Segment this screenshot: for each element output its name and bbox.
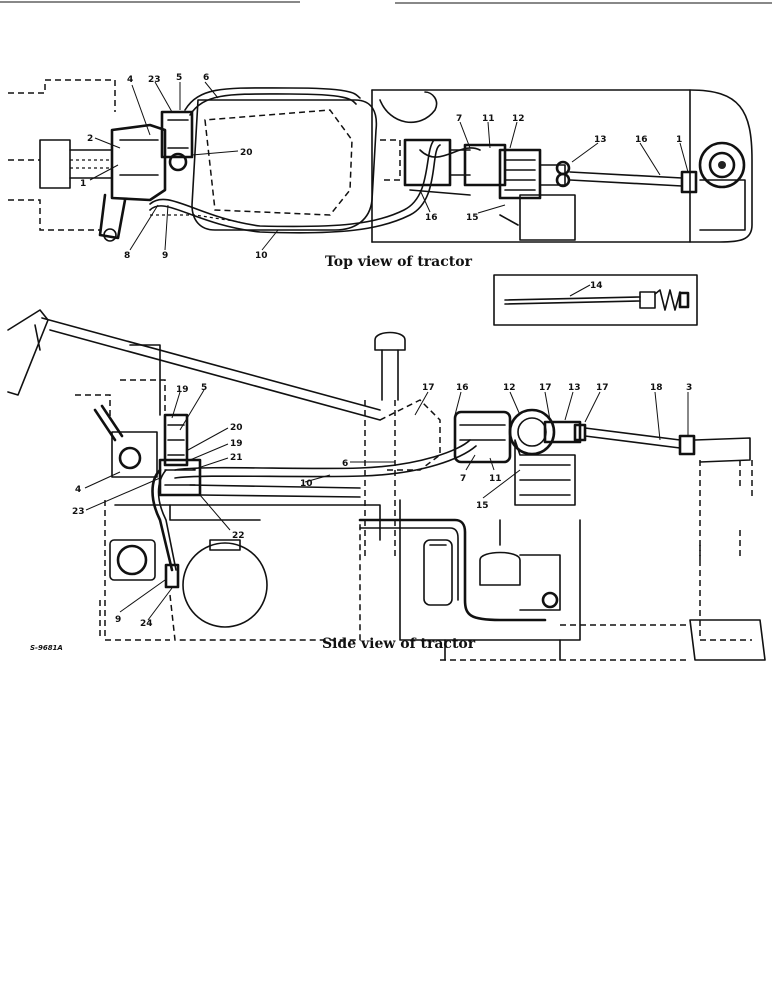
callout-16-right: 16	[635, 135, 648, 145]
callout-17-a: 17	[422, 383, 435, 393]
callout-15: 15	[466, 213, 479, 223]
callout-15-side: 15	[476, 501, 489, 511]
callout-10: 10	[255, 251, 268, 261]
callout-5-side: 5	[201, 383, 207, 393]
callout-9: 9	[162, 251, 168, 261]
callout-19-side: 19	[230, 439, 243, 449]
top-view-drawing	[8, 79, 753, 243]
callout-14: 14	[590, 281, 603, 291]
side-view-callouts: 19 5 20 19 21 4 23 22 9 24 17 16 12 17 1…	[72, 383, 692, 629]
figure-code: S-9681A	[30, 644, 63, 652]
callout-11-side: 11	[489, 474, 502, 484]
side-view-drawing	[7, 309, 766, 661]
callout-12-side: 12	[503, 383, 516, 393]
callout-5: 5	[176, 73, 182, 83]
side-view-leaders	[84, 389, 689, 621]
top-view-leaders	[89, 81, 689, 251]
callout-11: 11	[482, 114, 495, 124]
callout-23-side: 23	[72, 507, 85, 517]
callout-20-side: 20	[230, 423, 243, 433]
callout-16-lower: 16	[425, 213, 438, 223]
callout-1: 1	[80, 179, 86, 189]
callout-6-side: 6	[342, 459, 348, 469]
top-view-callouts: 4 23 5 6 2 20 1 8 9 10 7 11 12 13 16 1 1…	[80, 73, 682, 261]
callout-4: 4	[127, 75, 133, 85]
callout-9-side: 9	[115, 615, 121, 625]
callout-20: 20	[240, 148, 253, 158]
top-view-caption: Top view of tractor	[325, 254, 473, 270]
callout-19-top: 19	[176, 385, 189, 395]
callout-13: 13	[594, 135, 607, 145]
callout-7: 7	[456, 114, 462, 124]
callout-16-side: 16	[456, 383, 469, 393]
callout-7-side: 7	[460, 474, 466, 484]
callout-21: 21	[230, 453, 243, 463]
callout-10-side: 10	[300, 479, 313, 489]
side-view-caption: Side view of tractor	[322, 636, 476, 652]
callout-18: 18	[650, 383, 663, 393]
callout-13-side: 13	[568, 383, 581, 393]
callout-22: 22	[232, 531, 245, 541]
callout-1-right: 1	[676, 135, 682, 145]
callout-17-b: 17	[539, 383, 552, 393]
callout-4-side: 4	[75, 485, 81, 495]
callout-12: 12	[512, 114, 525, 124]
inset-part-14: 14	[493, 274, 698, 326]
callout-17-c: 17	[596, 383, 609, 393]
callout-8: 8	[124, 251, 130, 261]
callout-2: 2	[87, 134, 93, 144]
callout-6: 6	[203, 73, 209, 83]
callout-3: 3	[686, 383, 692, 393]
callout-23: 23	[148, 75, 161, 85]
top-border	[0, 1, 772, 4]
callout-24: 24	[140, 619, 153, 629]
